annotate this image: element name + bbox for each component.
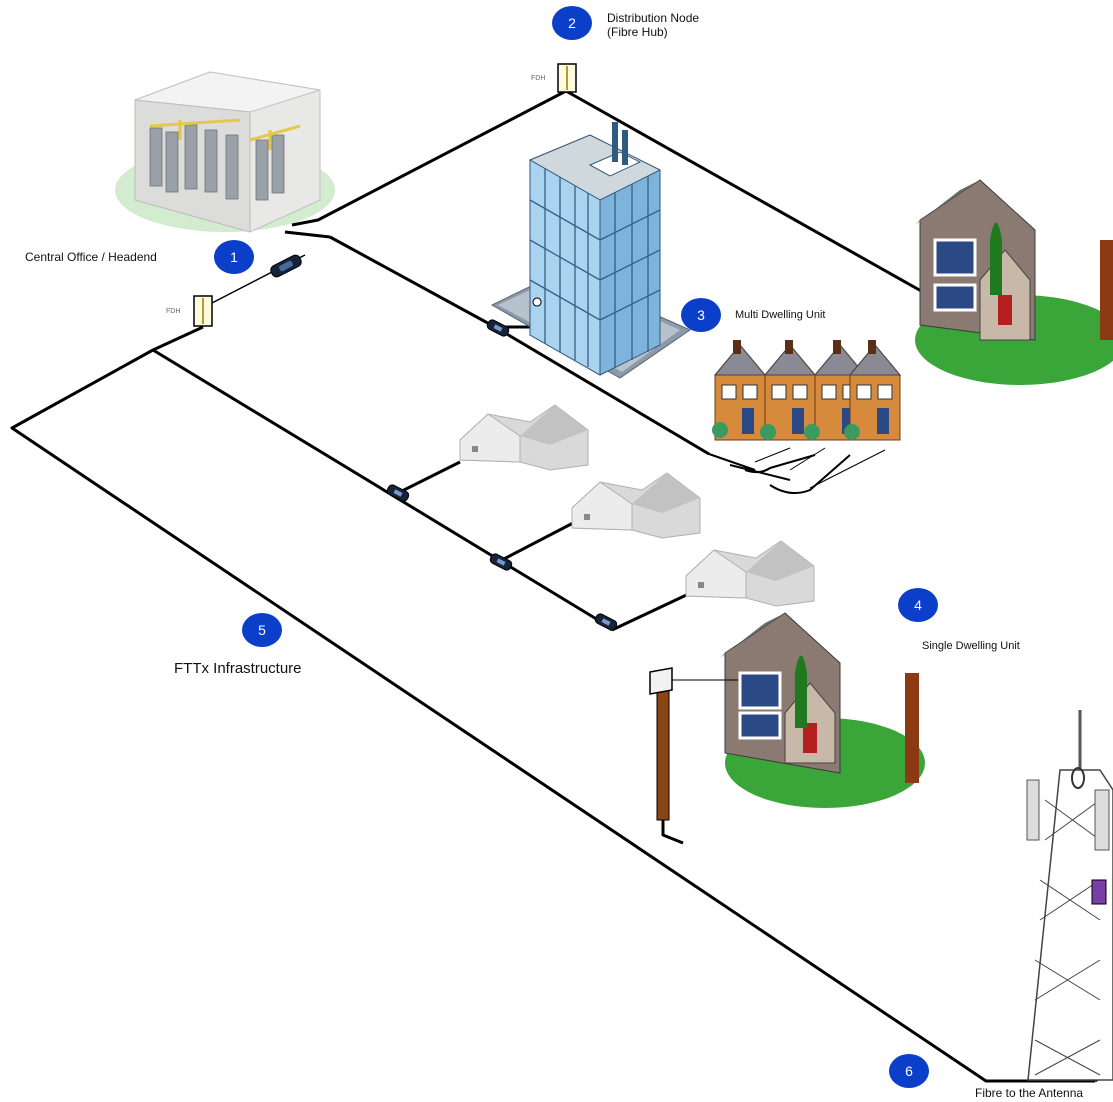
splice-closures xyxy=(270,254,618,631)
splice-closure xyxy=(386,484,410,502)
cable-drop-house-3 xyxy=(611,588,698,632)
fttx-infrastructure-label: FTTx Infrastructure xyxy=(174,660,302,677)
mdu-service-lines xyxy=(754,447,886,489)
node-badge-4: 4 xyxy=(898,588,938,622)
terraced-unit xyxy=(712,344,767,441)
splice-closure xyxy=(270,254,302,278)
cable-feeder-to-hub xyxy=(291,89,924,294)
splice-closure xyxy=(489,553,513,571)
cable-mdu-drops xyxy=(708,453,851,495)
terraced-unit xyxy=(760,344,817,441)
node-badge-5: 5 xyxy=(242,613,282,647)
fibre-to-antenna-label: Fibre to the Antenna xyxy=(975,1086,1084,1100)
node-badge-6: 6 xyxy=(889,1054,929,1088)
cable-co-output xyxy=(284,230,331,239)
cable-sdu-branch xyxy=(152,348,613,632)
central-office-building xyxy=(115,71,335,233)
distribution-node-label: Distribution Node (Fibre Hub) xyxy=(607,11,699,39)
utility-pole xyxy=(649,667,738,821)
fdh-label-hub: FDH xyxy=(531,75,546,82)
distribution-node-label-line2: (Fibre Hub) xyxy=(607,25,668,39)
cable-main-loop xyxy=(10,325,1095,1083)
grey-house xyxy=(571,472,701,539)
single-dwelling-label: Single Dwelling Unit xyxy=(922,640,1020,652)
grey-house xyxy=(459,404,589,471)
large-house-top xyxy=(915,179,1113,385)
single-dwelling-house xyxy=(720,612,925,808)
node-badge-1: 1 xyxy=(214,240,254,274)
distribution-node-label-line1: Distribution Node xyxy=(607,11,700,25)
multi-dwelling-label: Multi Dwelling Unit xyxy=(735,309,826,321)
fdh-label-co: FDH xyxy=(166,308,181,315)
antenna-tower xyxy=(1026,710,1113,1081)
office-tower xyxy=(490,122,692,379)
node-badge-2: 2 xyxy=(552,6,592,40)
central-office-label: Central Office / Headend xyxy=(25,250,157,264)
cable-drop-house-2 xyxy=(497,520,576,564)
cable-pole-drop xyxy=(661,820,684,845)
fdh-cabinet-hub xyxy=(557,63,577,93)
node-badge-3: 3 xyxy=(681,298,721,332)
terraced-houses xyxy=(712,340,902,441)
cable-drop-house-1 xyxy=(397,460,461,495)
grey-house xyxy=(685,540,815,607)
fdh-cabinet-co xyxy=(193,295,213,327)
splice-closure xyxy=(486,319,510,337)
splice-closure xyxy=(594,613,618,631)
